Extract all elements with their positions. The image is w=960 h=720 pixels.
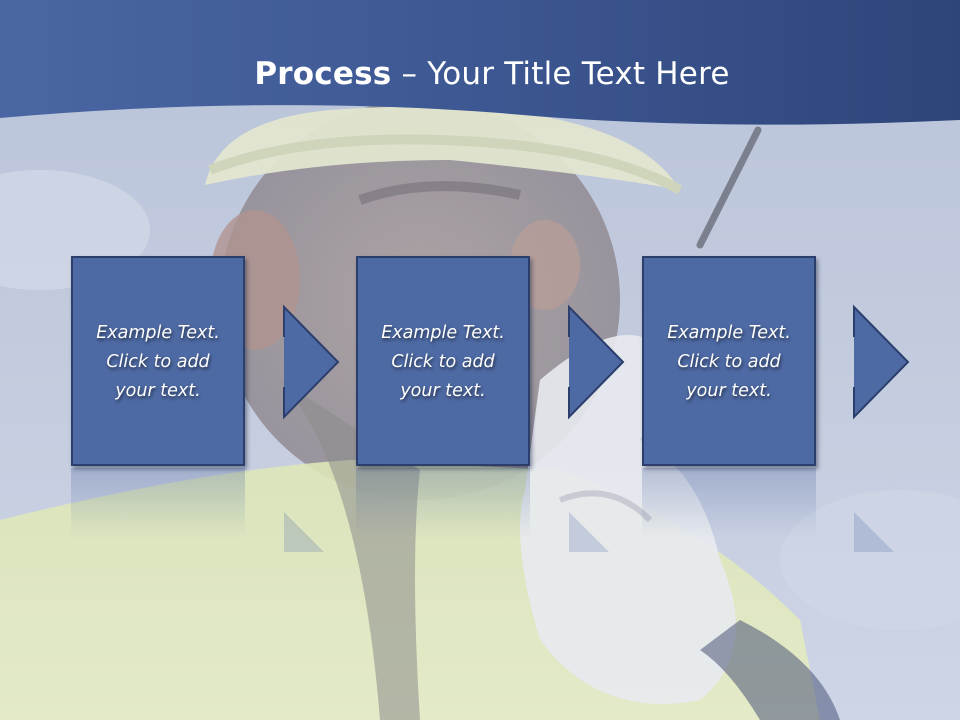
step-2-arrow-reflection (569, 512, 609, 552)
step-3-text: Example Text. Click to add your text. (667, 322, 791, 401)
slide-title[interactable]: Process – Your Title Text Here (0, 52, 960, 96)
step-3-arrow-icon (853, 304, 910, 420)
step-1-reflection (71, 468, 245, 538)
step-1-box[interactable]: Example Text. Click to add your text. (71, 256, 245, 466)
step-3-arrow-reflection (854, 512, 894, 552)
step-3-box[interactable]: Example Text. Click to add your text. (642, 256, 816, 466)
step-1-text: Example Text. Click to add your text. (96, 322, 220, 401)
step-1-arrow-reflection (284, 512, 324, 552)
step-2-box[interactable]: Example Text. Click to add your text. (356, 256, 530, 466)
title-bold-text: Process (254, 56, 392, 92)
step-3-reflection (642, 468, 816, 538)
step-2-text: Example Text. Click to add your text. (381, 322, 505, 401)
step-2-arrow-icon (568, 304, 625, 420)
step-2-reflection (356, 468, 530, 538)
title-rest-text: – Your Title Text Here (391, 56, 730, 92)
step-1-arrow-icon (283, 304, 340, 420)
